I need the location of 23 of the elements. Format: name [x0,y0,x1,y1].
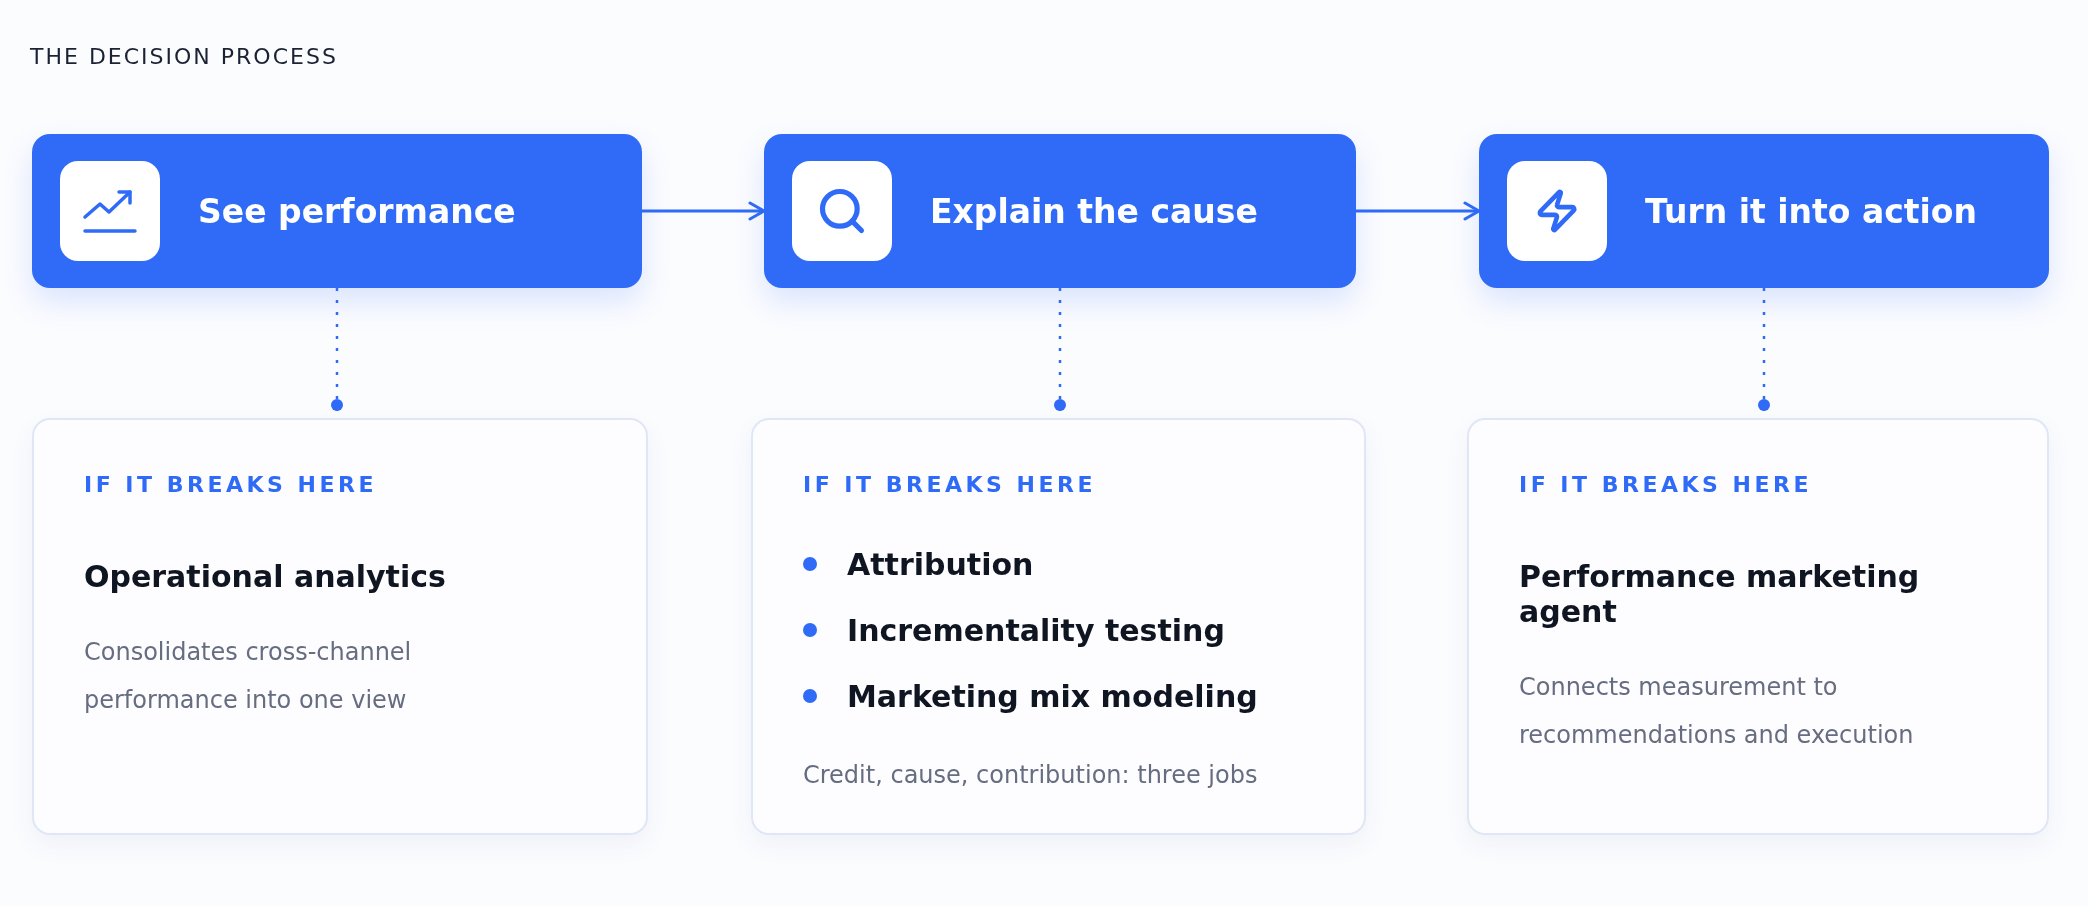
card-kicker: IF IT BREAKS HERE [84,472,378,497]
step-box [1479,134,2049,288]
list-item: Incrementality testing [847,612,1225,648]
info-card [32,418,648,835]
step-box [32,134,642,288]
list-item: Marketing mix modeling [847,678,1258,714]
info-card [1467,418,2049,835]
card-kicker: IF IT BREAKS HERE [1519,472,1813,497]
info-card [751,418,1366,835]
arrow [1356,201,1481,221]
arrow [642,201,766,221]
card-kicker: IF IT BREAKS HERE [803,472,1097,497]
step-title: See performance [198,191,516,231]
card-description: Connects measurement to recommendations and execution [1519,672,1915,751]
step-title: Explain the cause [930,191,1258,231]
step-title: Turn it into action [1645,191,1978,231]
step-box [764,134,1356,288]
card-heading: Performance marketing agent [1519,559,1921,629]
diagram-title: THE DECISION PROCESS [30,44,338,69]
card-heading: Operational analytics [84,559,447,594]
card-description: Credit, cause, contribution: three jobs [803,760,1259,791]
card-description: Consolidates cross-channel performance into one view [84,637,413,716]
list-item: Attribution [847,546,1034,582]
